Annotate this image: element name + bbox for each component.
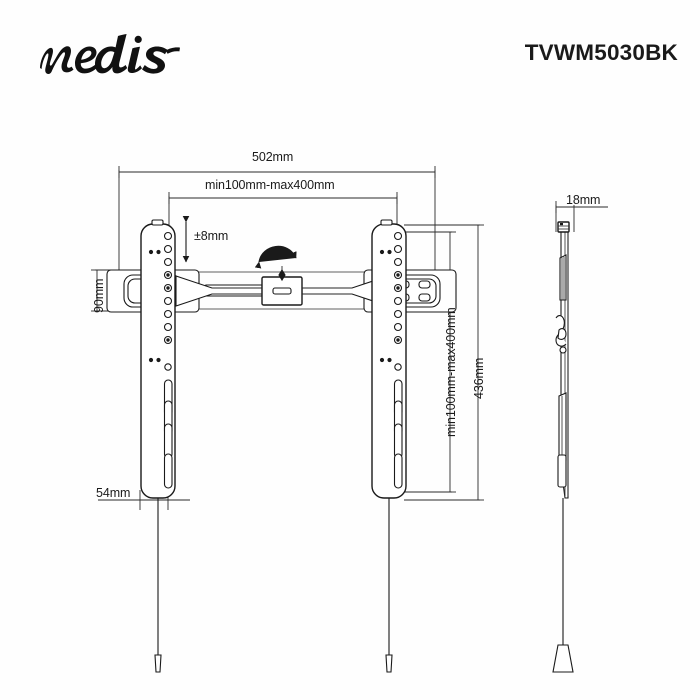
side-view-profile: [555, 201, 608, 499]
release-cord-right: [385, 498, 393, 673]
plumb-diamond-icon: [278, 266, 286, 282]
tilt-arc-icon: [254, 245, 297, 269]
release-cord-left: [154, 498, 162, 673]
right-vertical-arm: [371, 219, 407, 499]
left-vertical-arm: [140, 219, 176, 499]
dimension-label-plate-height: 90mm: [92, 278, 106, 313]
dimension-label-overall-width: 502mm: [252, 150, 294, 164]
dimension-label-arm-width: 54mm: [96, 486, 131, 500]
release-cord-side: [552, 498, 574, 673]
dimension-label-depth: 18mm: [566, 193, 601, 207]
dimension-label-vesa-width: min100mm-max400mm: [205, 178, 335, 192]
product-code: TVWM5030BK: [524, 40, 678, 65]
nedis-logo: [34, 28, 224, 82]
dimension-label-vesa-height: min100mm-max400mm: [444, 307, 458, 437]
dimension-label-tilt-adjust: ±8mm: [194, 229, 229, 243]
dimension-label-overall-height: 436mm: [472, 357, 486, 399]
center-cross-bar: [175, 275, 389, 307]
